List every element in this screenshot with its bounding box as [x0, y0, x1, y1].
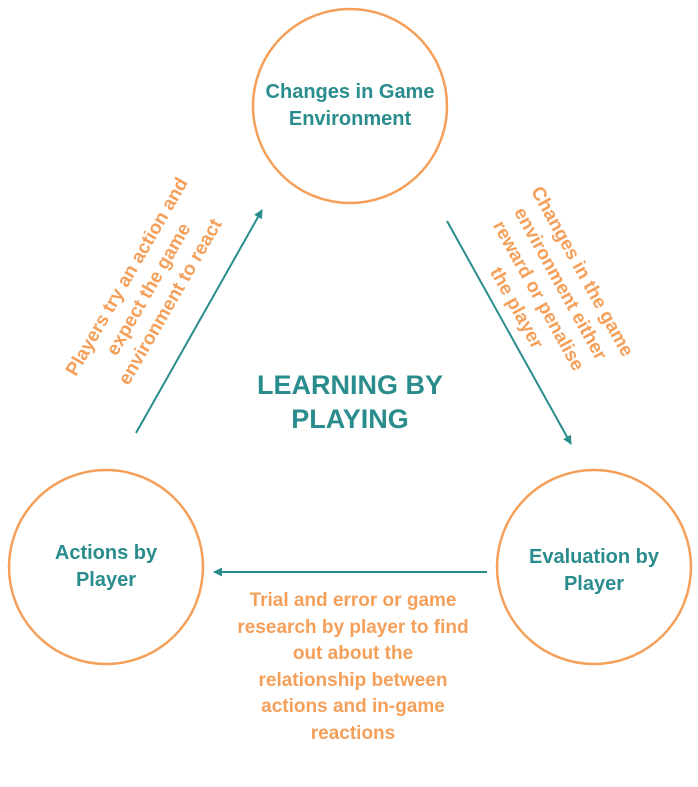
right-node-circle: [495, 468, 693, 666]
edge-label-right-to-left: Trial and error or game research by play…: [237, 590, 469, 744]
right-node-label: Evaluation by Player: [528, 546, 660, 595]
arrow-top-to-right: [446, 220, 572, 445]
arrow-left-to-top: [135, 209, 263, 434]
left-node-label: Actions by Player: [54, 542, 158, 591]
diagram-title: LEARNING BY PLAYING: [256, 370, 443, 434]
left-node-circle: [7, 468, 205, 666]
top-node-circle: [251, 7, 449, 205]
top-node-label: Changes in Game Environment: [265, 81, 435, 130]
